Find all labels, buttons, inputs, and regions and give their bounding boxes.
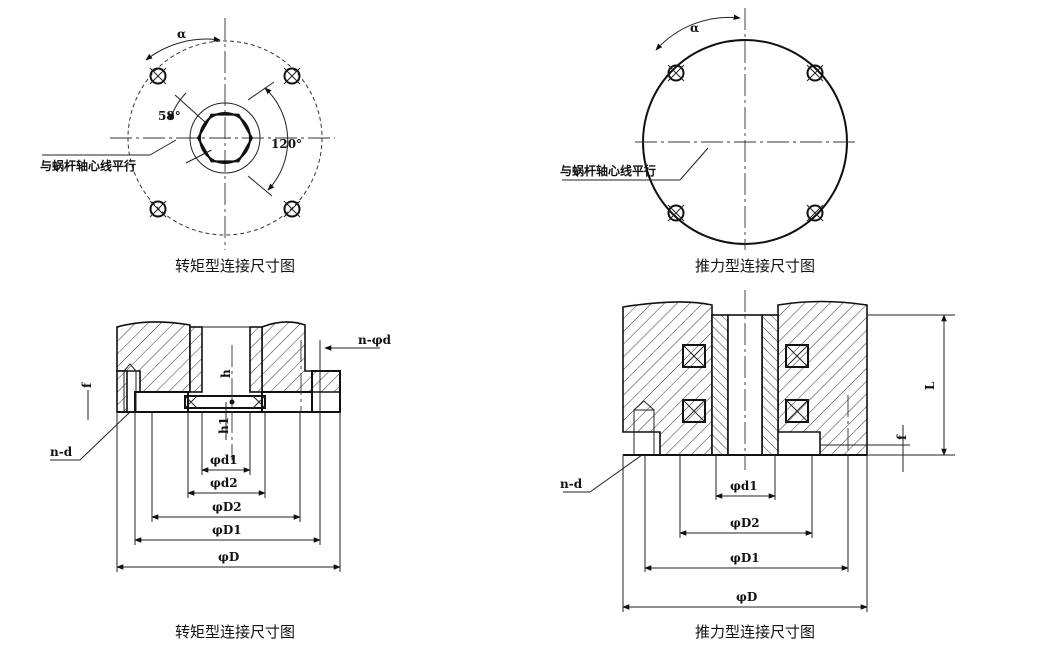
f-label: f (80, 382, 94, 388)
angle-120-label: 120° (271, 137, 302, 151)
body-right (777, 300, 868, 456)
bolt-hole (283, 67, 301, 85)
phi-D2-label: φD2 (212, 500, 242, 514)
h1-label: h1 (217, 417, 231, 434)
phi-d1-label: φd1 (730, 479, 758, 493)
h-label: h (219, 369, 233, 378)
thrust-top-view: α 与蜗杆轴心线平行 推力型连接尺寸图 (560, 8, 855, 275)
caption-thrust-top: 推力型连接尺寸图 (695, 257, 815, 275)
bolt-hole (283, 200, 301, 218)
outer-bore-circle (189, 102, 261, 174)
torque-section-view: n-φd f h h1 n-d φd1 φd2 φD2 φD1 φD 转矩型连接… (50, 321, 392, 641)
n-phi-d-label: n-φd (358, 333, 392, 347)
phi-D1-label: φD1 (212, 523, 242, 537)
bolt-hole (149, 200, 167, 218)
body-left (116, 321, 191, 393)
caption-torque-top: 转矩型连接尺寸图 (175, 257, 295, 275)
center-point (229, 399, 235, 405)
bolt-hole (667, 204, 685, 222)
phi-D-label: φD (218, 550, 239, 564)
f-label: f (895, 434, 909, 440)
n-d-label: n-d (50, 445, 73, 459)
bolt-hole (806, 64, 824, 82)
hex-socket (196, 113, 254, 163)
phi-d1-label: φd1 (210, 453, 238, 467)
angle-58-arc (169, 92, 187, 121)
caption-torque-section: 转矩型连接尺寸图 (175, 623, 295, 641)
angle-120-arc (264, 87, 289, 191)
phi-D1-label: φD1 (730, 551, 760, 565)
torque-top-view: α 58° 120° 与蜗杆轴心线平行 转矩型连接尺寸图 (40, 18, 335, 275)
parallel-note: 与蜗杆轴心线平行 (40, 158, 136, 173)
n-d-label: n-d (560, 477, 583, 491)
caption-thrust-section: 推力型连接尺寸图 (695, 623, 815, 641)
L-label: L (923, 381, 937, 390)
thrust-section-view: L f n-d φd1 φD2 φD1 φD 推力型连接尺寸图 (560, 290, 955, 641)
hex-nut (184, 395, 266, 409)
bolt-hole (667, 64, 685, 82)
phi-D2-label: φD2 (730, 516, 760, 530)
alpha-label: α (690, 21, 699, 35)
phi-D-label: φD (736, 590, 757, 604)
bolt-hole (149, 67, 167, 85)
phi-d2-label: φd2 (210, 476, 238, 490)
alpha-arc (655, 14, 741, 51)
alpha-label: α (177, 27, 186, 41)
parallel-note: 与蜗杆轴心线平行 (560, 163, 656, 178)
bore-circle (199, 112, 251, 164)
angle-58-label: 58° (158, 109, 181, 123)
alpha-arc (145, 36, 221, 61)
bolt-hole (806, 204, 824, 222)
body-left (622, 301, 713, 456)
